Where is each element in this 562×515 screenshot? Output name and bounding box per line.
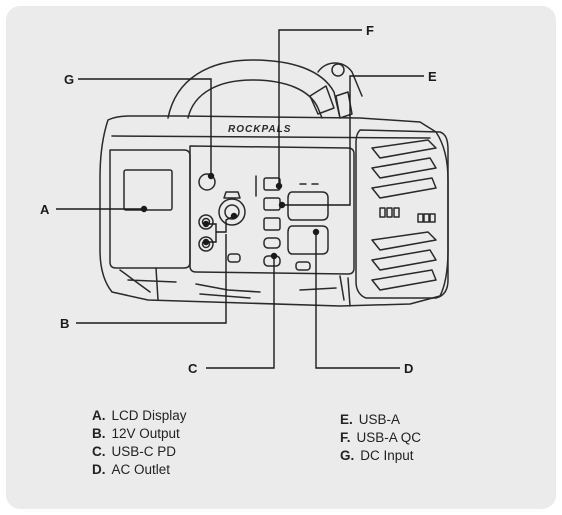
usb-a-port [263, 217, 281, 231]
dc-input-port [198, 173, 216, 191]
callout-d: D [404, 361, 413, 376]
legend-item: F. USB-A QC [340, 429, 421, 447]
car-socket [218, 198, 246, 226]
12v-port-1 [198, 214, 214, 230]
legend-key: B. [92, 426, 106, 441]
lcd-bezel [109, 149, 191, 269]
ac-outlet-1 [287, 191, 329, 221]
lcd-screen [123, 169, 173, 211]
callout-line-g [78, 78, 212, 176]
legend-item: G. DC Input [340, 447, 421, 465]
callout-line-b [76, 223, 227, 324]
callout-line-d [315, 232, 400, 369]
legend-label: DC Input [360, 448, 414, 463]
control-panel [189, 145, 355, 275]
brand-logo: ROCKPALS [228, 124, 291, 135]
legend-label: 12V Output [111, 426, 180, 441]
body-outline [99, 115, 449, 307]
legend-item: A. LCD Display [92, 407, 187, 425]
legend-label: LCD Display [111, 408, 187, 423]
callout-line-e [282, 75, 424, 206]
legend-key: F. [340, 430, 351, 445]
ac-outlet-2 [287, 225, 329, 255]
usb-c-port [263, 237, 281, 249]
legend-label: AC Outlet [111, 462, 171, 477]
callout-f: F [366, 23, 374, 38]
legend-label: USB-C PD [111, 444, 177, 459]
legend-label: USB-A QC [356, 430, 422, 445]
legend-item: B. 12V Output [92, 425, 187, 443]
legend-item: E. USB-A [340, 411, 421, 429]
callout-c: C [188, 361, 198, 376]
legend-key: G. [340, 448, 355, 463]
vent-upper [371, 139, 437, 199]
callout-line-c [206, 256, 275, 369]
legend-left: A. LCD Display B. 12V Output C. USB-C PD D.… [92, 407, 187, 479]
legend-item: D. AC Outlet [92, 461, 187, 479]
legend-key: C. [92, 444, 106, 459]
callout-g: G [64, 72, 74, 87]
legend-label: USB-A [358, 412, 401, 427]
callout-e: E [428, 69, 437, 84]
diagram-card [6, 6, 556, 509]
power-station-drawing [99, 59, 449, 307]
usb-a-qc-port-2 [263, 197, 281, 211]
legend-key: E. [340, 412, 353, 427]
legend-right: E. USB-A F. USB-A QC G. DC Input [340, 411, 421, 465]
callout-b: B [60, 316, 69, 331]
legend-key: A. [92, 408, 106, 423]
callout-line-f [278, 29, 362, 186]
legend-key: D. [92, 462, 106, 477]
callout-a: A [40, 202, 50, 217]
callout-lines [56, 29, 424, 369]
legend-item: C. USB-C PD [92, 443, 187, 461]
carry-handle [167, 59, 341, 119]
12v-port-2 [198, 236, 214, 252]
vent-lower [371, 231, 437, 291]
